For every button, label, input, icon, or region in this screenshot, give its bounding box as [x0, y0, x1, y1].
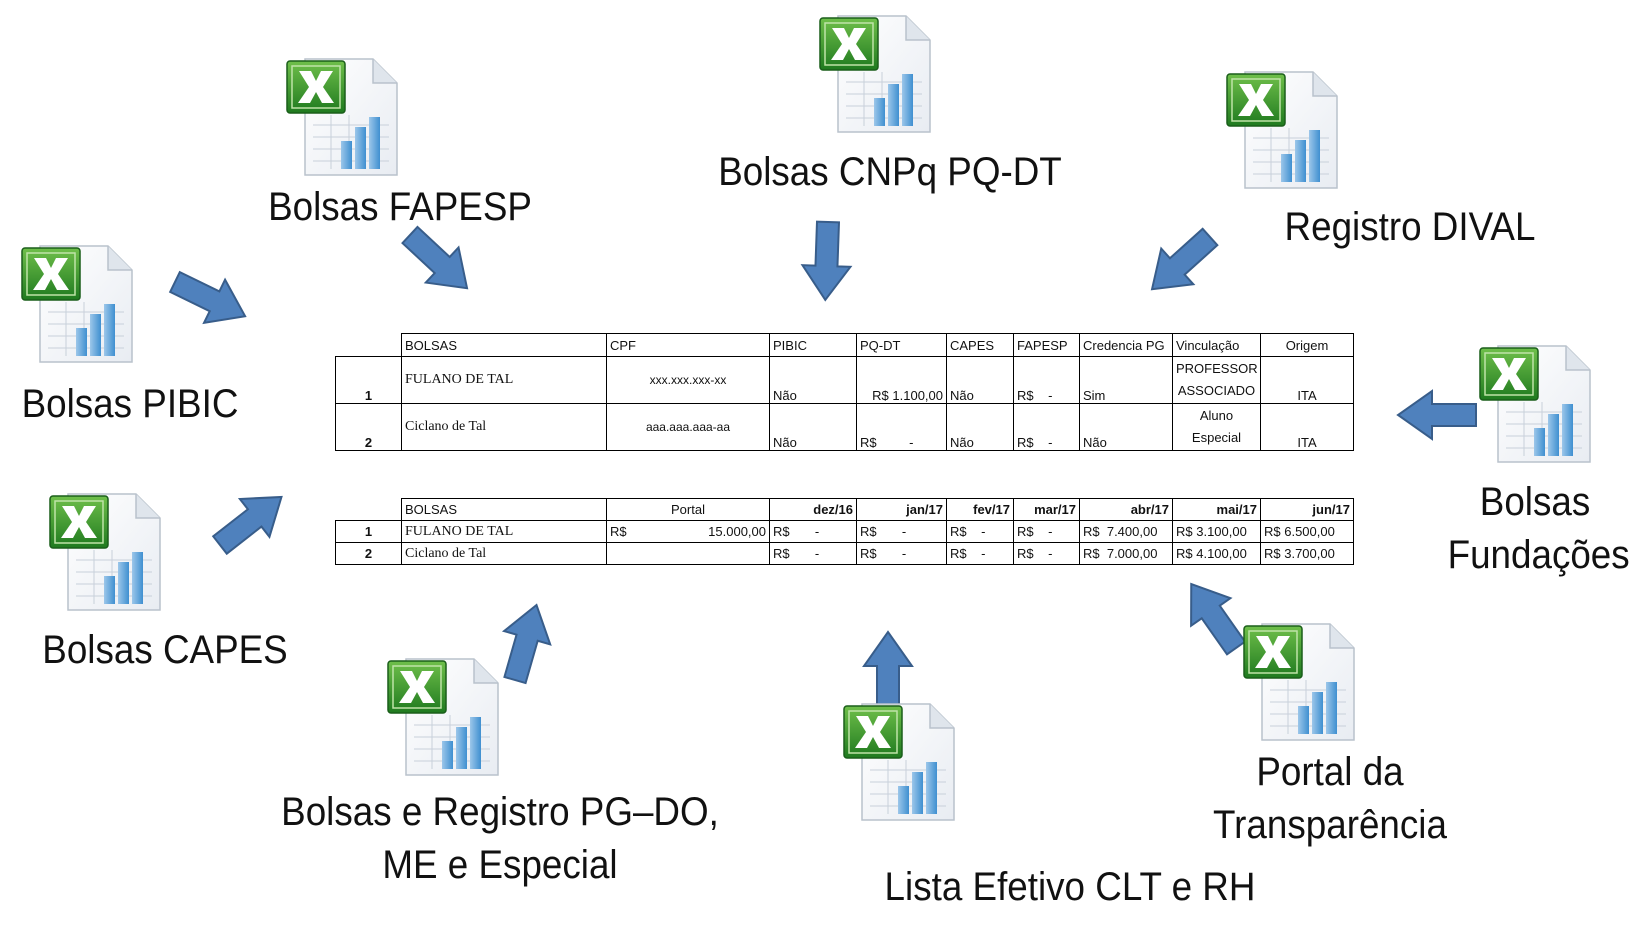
label-transparencia-2: Transparência	[1213, 803, 1447, 847]
label-fundacoes-2: Fundações	[1447, 533, 1630, 577]
consolidated-table-1: BOLSAS CPF PIBIC PQ-DT CAPES FAPESP Cred…	[335, 333, 1354, 451]
excel-file-icon	[842, 700, 962, 825]
header-pqdt: PQ-DT	[856, 333, 947, 357]
label-fapesp: Bolsas FAPESP	[268, 185, 532, 229]
header-capes: CAPES	[946, 333, 1014, 357]
label-pgdo-2: ME e Especial	[382, 843, 618, 887]
arrow-dival	[1134, 218, 1228, 309]
excel-file-icon	[818, 12, 938, 137]
excel-file-icon	[20, 242, 140, 367]
arrow-clt	[863, 631, 913, 711]
header-pibic: PIBIC	[769, 333, 857, 357]
table-row: 2 Ciclano de Tal aaa.aaa.aaa-aa Não R$ -…	[335, 403, 1354, 451]
header-bolsas: BOLSAS	[401, 333, 607, 357]
header-credencia: Credencia PG	[1079, 333, 1173, 357]
label-capes: Bolsas CAPES	[42, 628, 288, 672]
excel-file-icon	[285, 55, 405, 180]
label-clt: Lista Efetivo CLT e RH	[884, 865, 1256, 909]
table-row: 2 Ciclano de Tal R$ - R$ - R$ - R$ - R$ …	[335, 542, 1354, 565]
label-cnpq: Bolsas CNPq PQ-DT	[718, 150, 1062, 194]
consolidated-table-2: BOLSAS Portal dez/16 jan/17 fev/17 mar/1…	[335, 498, 1354, 565]
excel-file-icon	[1242, 620, 1362, 745]
header-cpf: CPF	[606, 333, 770, 357]
excel-file-icon	[1225, 68, 1345, 193]
arrow-fundacoes	[1397, 390, 1477, 440]
excel-file-icon	[48, 490, 168, 615]
label-pgdo-1: Bolsas e Registro PG–DO,	[281, 790, 719, 834]
table-row: 1 FULANO DE TAL R$15.000,00 R$ - R$ - R$…	[335, 520, 1354, 543]
label-fundacoes-1: Bolsas	[1479, 480, 1591, 524]
arrow-cnpq	[800, 220, 853, 302]
arrow-capes	[204, 477, 298, 565]
label-transparencia-1: Portal da	[1256, 750, 1404, 794]
table-row: 1 FULANO DE TAL xxx.xxx.xxx-xx Não R$ 1.…	[335, 356, 1354, 404]
label-dival: Registro DIVAL	[1284, 205, 1536, 249]
excel-file-icon	[1478, 342, 1598, 467]
arrow-pibic	[163, 259, 257, 339]
header-fapesp: FAPESP	[1013, 333, 1080, 357]
label-pibic: Bolsas PIBIC	[21, 382, 239, 426]
header-vinculacao: Vinculação	[1172, 333, 1261, 357]
header-origem: Origem	[1260, 333, 1354, 357]
excel-file-icon	[386, 655, 506, 780]
